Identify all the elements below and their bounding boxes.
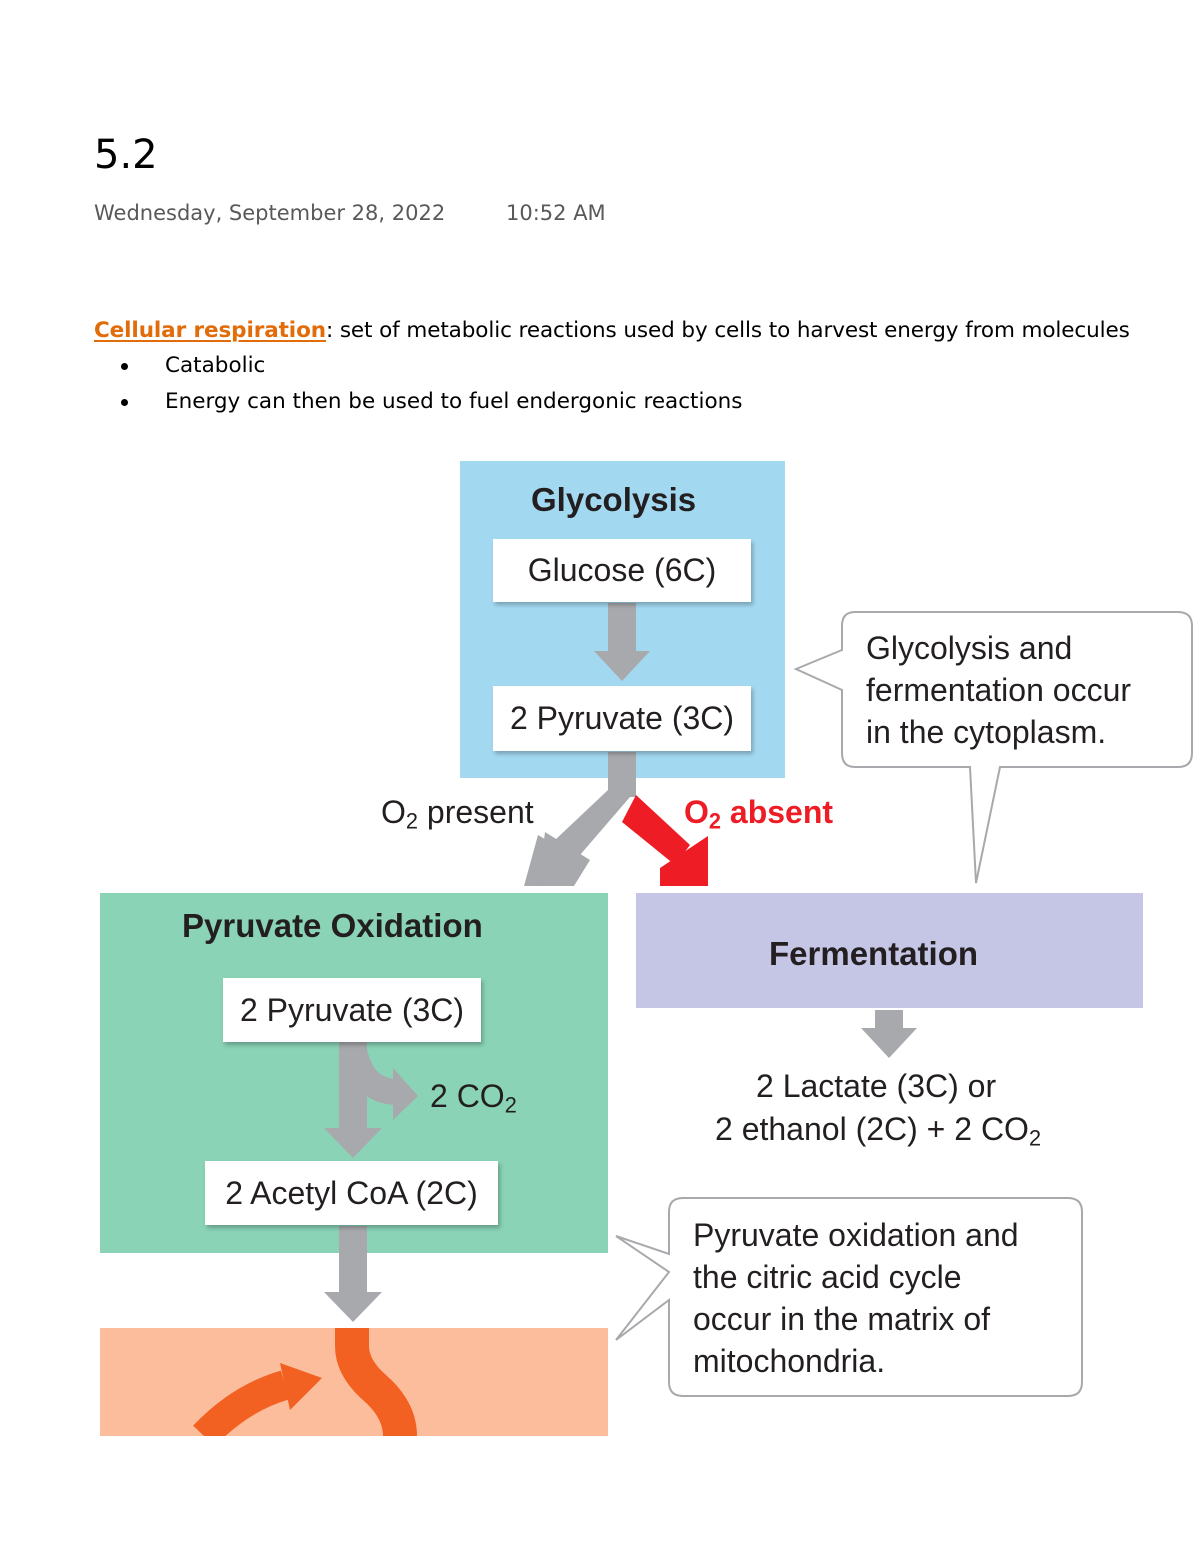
- pyruvate-oxidation-box: [100, 893, 608, 1253]
- fermentation-product-line1: 2 Lactate (3C) or: [756, 1068, 997, 1104]
- cycle-arrow-icon: [193, 1328, 417, 1436]
- glucose-box: Glucose (6C): [493, 539, 751, 602]
- fermentation-title: Fermentation: [769, 935, 979, 972]
- fermentation-product-line2: 2 ethanol (2C) + 2 CO2: [715, 1111, 1042, 1151]
- glycolysis-pyruvate-box: 2 Pyruvate (3C): [493, 686, 751, 751]
- definition-term: Cellular respiration: [94, 318, 326, 343]
- arrow-glucose-to-pyruvate: [594, 603, 650, 681]
- glycolysis-box: [460, 461, 785, 778]
- definition-text: : set of metabolic reactions used by cel…: [325, 318, 1130, 343]
- callout-cytoplasm-bubble: [793, 611, 1193, 884]
- acetyl-coa-box: 2 Acetyl CoA (2C): [205, 1161, 498, 1225]
- arrow-fermentation-to-products: [861, 1010, 917, 1058]
- glycolysis-title: Glycolysis: [531, 481, 697, 518]
- arrow-pyruvate-stem: [608, 752, 636, 797]
- arrow-o2-present: [524, 790, 636, 886]
- page-time: 10:52 AM: [506, 201, 606, 225]
- page-title: 5.2: [94, 132, 158, 178]
- page-date: Wednesday, September 28, 2022: [94, 201, 446, 225]
- bullet-icon: [121, 399, 128, 406]
- definition-line: Cellular respiration: set of metabolic r…: [94, 318, 1130, 343]
- bullet-icon: [121, 363, 128, 370]
- o2-absent-label: O2 absent: [684, 794, 834, 834]
- pyruvate-oxidation-title: Pyruvate Oxidation: [182, 907, 483, 944]
- list-item: Catabolic: [116, 352, 742, 388]
- citric-acid-cycle-box: [100, 1328, 608, 1436]
- callout-matrix-bubble: [615, 1197, 1083, 1397]
- bullet-text: Catabolic: [165, 353, 266, 378]
- oxidation-pyruvate-box: 2 Pyruvate (3C): [223, 978, 481, 1042]
- list-item: Energy can then be used to fuel endergon…: [116, 388, 742, 424]
- fermentation-box: [636, 893, 1143, 1008]
- callout-matrix-text: Pyruvate oxidation and the citric acid c…: [693, 1217, 1019, 1379]
- arrow-o2-absent: [622, 795, 708, 886]
- arrow-co2-release: [340, 1042, 418, 1120]
- co2-label: 2 CO2: [430, 1078, 517, 1118]
- callout-cytoplasm-text: Glycolysis and fermentation occur in the…: [866, 630, 1132, 750]
- bullet-list: Catabolic Energy can then be used to fue…: [116, 352, 742, 424]
- bullet-text: Energy can then be used to fuel endergon…: [165, 389, 743, 414]
- o2-present-label: O2 present: [381, 794, 534, 834]
- arrow-acetyl-to-cycle: [324, 1226, 382, 1322]
- arrow-pyruvate-to-acetyl: [324, 1042, 382, 1158]
